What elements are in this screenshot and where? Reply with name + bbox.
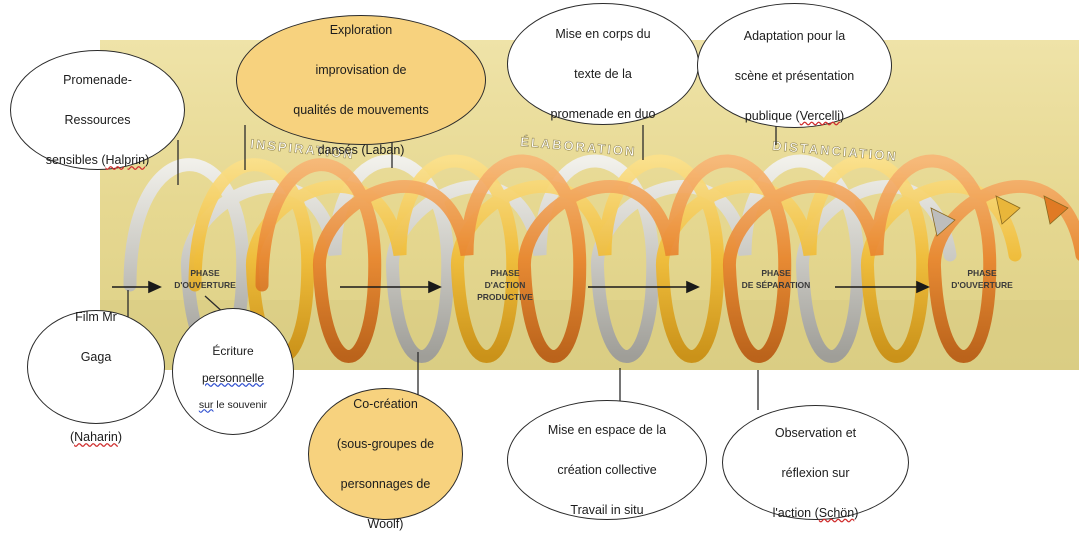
bubble-mise-en-espace: Mise en espace de la création collective… — [507, 400, 707, 520]
bubble-text: personnelle — [201, 370, 265, 385]
bubble-text: Gaga — [80, 350, 112, 364]
bubble-text: Mise en espace de la — [547, 423, 667, 437]
bubble-text: l'action ( — [772, 505, 819, 520]
bubble-text: Écriture — [212, 343, 254, 358]
phase-2-line2: D'ACTION — [485, 280, 526, 290]
bubble-mise-en-corps: Mise en corps du texte de la promenade e… — [507, 3, 699, 125]
arrowhead-icon — [686, 280, 700, 294]
connector-lines — [127, 125, 777, 410]
bubble-text: Co-création — [353, 397, 418, 411]
arrowhead-icon — [916, 280, 930, 294]
bubble-text: promenade en duo — [550, 107, 656, 121]
bubble-text: Exploration — [329, 23, 393, 37]
bubble-exploration: Exploration improvisation de qualités de… — [236, 15, 486, 157]
bubble-text: Schön — [818, 505, 855, 520]
bubble-text: Film Mr — [75, 310, 117, 324]
bubble-text: Adaptation pour la — [743, 28, 846, 43]
phase-2-line3: PRODUCTIVE — [477, 292, 533, 302]
bubble-text: le souvenir — [213, 398, 268, 411]
bubble-cocreation: Co-création (sous-groupes de personnages… — [308, 388, 463, 531]
bubble-text: ) — [854, 505, 859, 520]
bubble-text: ) — [117, 430, 123, 444]
arrowhead-icon — [148, 280, 162, 294]
phase-arrows — [112, 280, 930, 294]
arrowhead-icon — [1043, 195, 1069, 225]
bubble-text: qualités de mouvements — [293, 103, 429, 117]
bubble-text: Woolf) — [367, 517, 404, 531]
phase-3-line1: PHASE — [761, 268, 791, 278]
bubble-text: Travail in situ — [570, 503, 644, 517]
bubble-text: personnages de — [340, 477, 431, 491]
bubble-text: réflexion sur — [781, 465, 850, 480]
bubble-text: improvisation de — [315, 63, 407, 77]
bubble-ecriture: Écriture personnelle sur le souvenir — [172, 308, 294, 435]
bubble-text: Promenade- — [63, 73, 132, 87]
bubble-text: publique ( — [744, 108, 800, 123]
bubble-text: (sous-groupes de — [336, 437, 435, 451]
bubble-film: Film Mr Gaga (Naharin) — [27, 310, 165, 444]
bubble-text: Observation et — [774, 425, 857, 440]
coil-yellow — [188, 154, 1022, 363]
phase-1-line2: D'OUVERTURE — [174, 280, 236, 290]
bubble-text: ( — [69, 430, 75, 444]
bubble-text: création collective — [557, 463, 657, 477]
phase-4-line2: D'OUVERTURE — [951, 280, 1013, 290]
coil-grey — [123, 154, 957, 363]
bubble-text: sensibles ( — [45, 153, 106, 167]
bubble-text: dansés (Laban) — [317, 143, 405, 157]
bubble-text: Mise en corps du — [555, 27, 651, 41]
phase-3-line2: DE SÉPARATION — [742, 280, 811, 290]
arrowhead-icon — [995, 195, 1021, 225]
bubble-text: Ressources — [64, 113, 131, 127]
coil-orange — [255, 154, 1079, 363]
bubble-text: ) — [840, 108, 845, 123]
bubble-text: Naharin — [74, 430, 118, 444]
phase-2-line1: PHASE — [490, 268, 520, 278]
bubble-adaptation: Adaptation pour la scène et présentation… — [697, 3, 892, 128]
bubble-text: scène et présentation — [734, 68, 855, 83]
bubble-text: texte de la — [574, 67, 632, 81]
arrowhead-icon — [428, 280, 442, 294]
spiral-coils — [123, 154, 1079, 363]
bubble-text: Halprin — [105, 153, 146, 167]
arrowhead-icon — [930, 207, 956, 237]
bubble-text: ) — [145, 153, 150, 167]
phase-1-line1: PHASE — [190, 268, 220, 278]
bubble-text: Vercelli — [799, 108, 841, 123]
phase-4-line1: PHASE — [967, 268, 997, 278]
bubble-promenade: Promenade- Ressources sensibles (Halprin… — [10, 50, 185, 170]
bubble-observation: Observation et réflexion sur l'action (S… — [722, 405, 909, 520]
bubble-text: sur — [198, 398, 214, 411]
